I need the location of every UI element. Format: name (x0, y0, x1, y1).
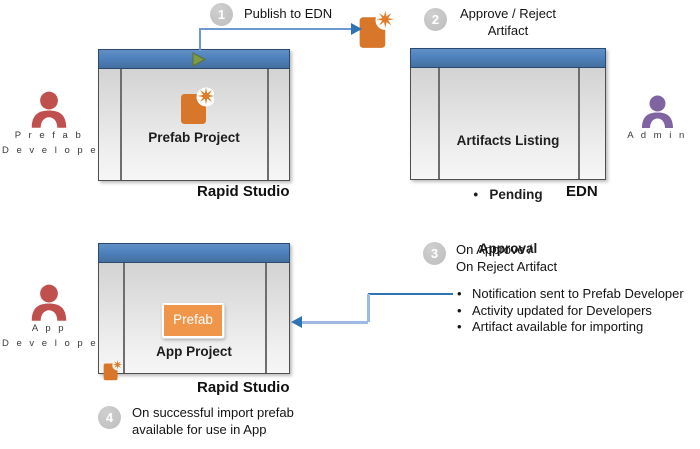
note-item: Artifact available for importing (455, 319, 693, 336)
window-titlebar (98, 243, 290, 263)
window-caption: EDN (566, 183, 598, 200)
imported-artifact-icon (102, 359, 123, 382)
step-2-line2: Artifact (487, 22, 529, 38)
import-arrowhead-icon (291, 316, 302, 328)
window-rapid-studio-prefab: Prefab Project (98, 49, 290, 181)
step-3-line1: On Approve / (456, 242, 532, 257)
step-1-label: Publish to EDN (244, 6, 333, 21)
publish-connector-vertical (199, 29, 201, 51)
panel-divider (265, 263, 267, 373)
window-edn: Artifacts Listing • Pending Approval (410, 48, 606, 256)
pending-approval-cont: Approval (478, 241, 538, 256)
project-name: Prefab Project (148, 130, 240, 145)
artifacts-listing-title: Artifacts Listing (456, 133, 560, 148)
step-4-line1: On successful import prefab (132, 405, 294, 420)
outcome-notes-list: Notification sent to Prefab Developer Ac… (455, 286, 693, 336)
actor-label: A p p (31, 323, 67, 334)
step-2-badge: 2 (424, 8, 447, 31)
step-3-label: On Approve / On Reject Artifact (456, 242, 557, 275)
published-artifact-icon (356, 9, 395, 56)
window-titlebar (410, 48, 606, 68)
step-3-badge: 3 (423, 242, 446, 265)
actor-admin: A d m i n (617, 95, 697, 144)
publish-arrowhead-icon (351, 23, 362, 35)
panel-divider (578, 68, 580, 179)
note-item: Notification sent to Prefab Developer (455, 286, 693, 303)
note-item: Activity updated for Developers (455, 303, 693, 320)
step-4-line2: available for use in App (132, 421, 267, 437)
publish-connector-horizontal (199, 28, 352, 30)
actor-label: P r e f a b (14, 130, 84, 141)
actor-label: D e v e l o p e r (2, 144, 109, 156)
project-name: App Project (156, 344, 232, 359)
person-icon (617, 95, 697, 129)
window-titlebar (98, 49, 290, 69)
pending-approval-bullet: • Pending (473, 187, 543, 202)
window-caption: Rapid Studio (197, 379, 290, 396)
window-rapid-studio-app: Prefab App Project (98, 243, 290, 381)
step-4-label: On successful import prefab available fo… (132, 405, 294, 438)
window-body: Artifacts Listing • Pending Approval (410, 68, 606, 256)
approve-connector-top (368, 293, 453, 295)
actor-label: D e v e l o p e r (2, 337, 109, 349)
step-2-line1: Approve / Reject (459, 6, 557, 21)
window-caption: Rapid Studio (197, 183, 290, 200)
window-body: Prefab App Project (98, 263, 290, 381)
step-3-line2: On Reject Artifact (456, 258, 558, 274)
actor-app-developer: A p p D e v e l o p e r (2, 284, 109, 351)
panel-divider (267, 69, 269, 180)
prefab-button: Prefab (162, 303, 224, 338)
actor-label: A d m i n (627, 130, 687, 141)
panel-divider (438, 68, 440, 179)
approve-connector-vertical (367, 294, 370, 322)
new-artifact-icon (178, 86, 216, 132)
run-icon (191, 52, 207, 67)
person-icon (2, 284, 96, 322)
approve-connector-bottom (302, 321, 368, 324)
step-1-badge: 1 (210, 3, 233, 26)
window-body: Prefab Project (98, 69, 290, 181)
person-icon (2, 91, 96, 129)
panel-divider (120, 69, 122, 180)
actor-prefab-developer: P r e f a b D e v e l o p e r (2, 91, 109, 158)
artifacts-listing: Artifacts Listing • Pending Approval (411, 96, 605, 294)
panel-divider (123, 263, 125, 373)
step-4-badge: 4 (98, 406, 121, 429)
step-2-label: Approve / Reject Artifact (448, 6, 568, 39)
